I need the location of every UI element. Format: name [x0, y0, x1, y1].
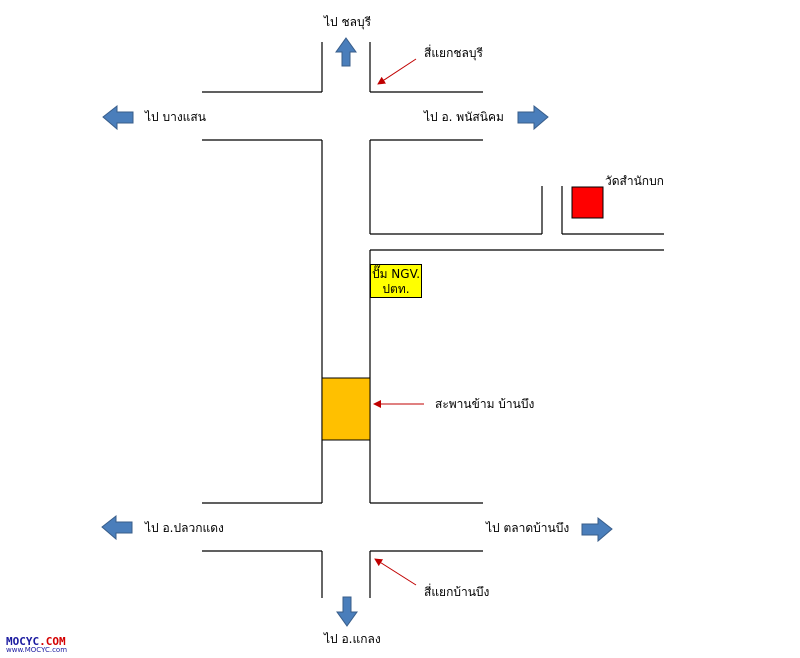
watermark-brand-suffix: .COM	[39, 635, 66, 648]
label-to-ban-bueng-market: ไป ตลาดบ้านบึง	[486, 521, 570, 535]
temple-marker	[571, 186, 604, 219]
label-wat-samnak-bok: วัดสำนักบก	[605, 174, 664, 188]
pointer-chonburi-junction	[377, 58, 417, 85]
label-to-bang-saen: ไป บางแสน	[145, 110, 206, 124]
label-ban-bueng-junction: สี่แยกบ้านบึง	[424, 585, 490, 599]
arrow-left-icon	[102, 104, 134, 131]
arrow-left-icon	[101, 514, 133, 541]
road-outlines	[202, 42, 664, 598]
label-to-klaeng: ไป อ.แกลง	[324, 632, 381, 646]
ngv-label-line2: ปตท.	[382, 282, 410, 296]
arrow-down-icon	[336, 596, 358, 627]
watermark-brand: MOCYC	[6, 635, 40, 648]
bridge-marker	[321, 377, 371, 441]
watermark-url: www.MOCYC.com	[6, 646, 68, 654]
pointer-ban-bueng-junction	[374, 558, 417, 586]
ngv-station-box: ปั๊ม NGV. ปตท.	[370, 264, 422, 298]
label-chonburi-junction: สี่แยกชลบุรี	[424, 46, 483, 60]
ngv-label-line1: ปั๊ม NGV.	[371, 267, 421, 281]
label-to-phanat-nikhom: ไป อ. พนัสนิคม	[424, 110, 504, 124]
label-ban-bueng-bridge: สะพานข้าม บ้านบึง	[435, 397, 535, 411]
arrow-right-icon	[581, 516, 613, 543]
arrow-up-icon	[335, 37, 357, 67]
watermark-logo: MOCYC.COM www.MOCYC.com	[6, 635, 67, 654]
label-to-chonburi: ไป ชลบุรี	[324, 15, 372, 29]
label-to-plaeng-yao: ไป อ.ปลวกแดง	[145, 521, 224, 535]
arrow-right-icon	[517, 104, 549, 131]
